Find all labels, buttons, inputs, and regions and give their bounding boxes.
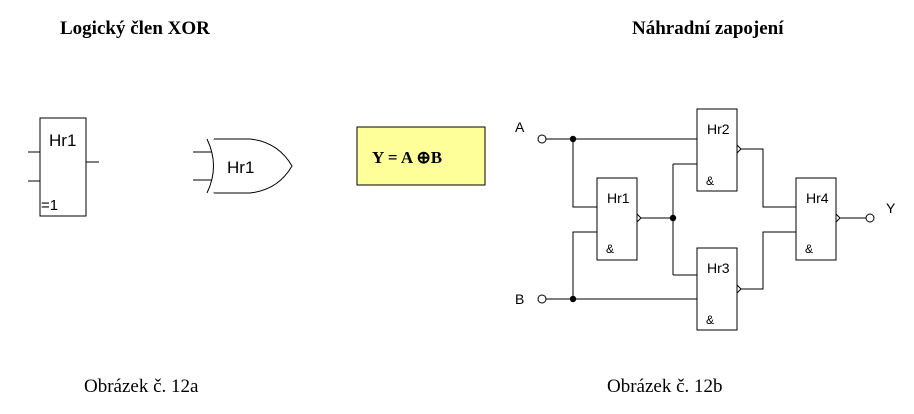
gate-name-hr1: Hr1	[607, 190, 630, 206]
iec-gate-symbol: =1	[41, 197, 58, 214]
gate-box-hr1	[596, 177, 638, 261]
negation-marks	[636, 144, 844, 294]
gate-name-hr2: Hr2	[707, 121, 730, 137]
gate-box-hr3	[696, 247, 738, 331]
gate-box-hr4	[795, 177, 837, 261]
gate-symbol-hr2: &	[706, 174, 714, 188]
us-gate-name: Hr1	[227, 158, 254, 177]
caption-figure-12b: Obrázek č. 12b	[607, 376, 723, 397]
terminal-y	[865, 213, 875, 223]
gate-symbol-hr4: &	[805, 242, 813, 256]
us-xor-gate	[193, 138, 293, 194]
junction-dot	[569, 135, 577, 143]
iec-xor-gate	[28, 117, 99, 217]
formula-box	[356, 126, 486, 186]
junction-dot	[569, 295, 577, 303]
caption-figure-12a: Obrázek č. 12a	[84, 376, 199, 397]
title-xor-gate: Logický člen XOR	[60, 18, 210, 39]
title-equivalent-circuit: Náhradní zapojení	[632, 18, 784, 39]
junction-dot	[669, 214, 677, 222]
gate-name-hr3: Hr3	[707, 260, 730, 276]
output-label-y: Y	[886, 200, 896, 216]
formula-text: Y = A ⊕B	[372, 148, 442, 167]
input-label-b: B	[515, 291, 524, 307]
gate-box-hr2	[696, 108, 738, 192]
terminal-a	[537, 134, 547, 144]
gate-symbol-hr3: &	[706, 313, 714, 327]
terminal-b	[537, 294, 547, 304]
gate-name-hr4: Hr4	[806, 190, 829, 206]
iec-gate-name: Hr1	[49, 131, 76, 150]
input-label-a: A	[515, 119, 525, 135]
gate-symbol-hr1: &	[606, 242, 614, 256]
